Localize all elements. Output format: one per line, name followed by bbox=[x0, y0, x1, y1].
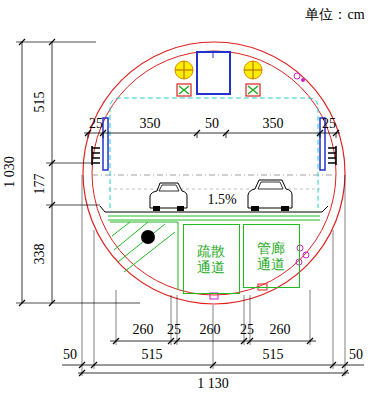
jet-fan bbox=[175, 61, 193, 79]
signal-lamp bbox=[248, 86, 258, 94]
wall-panel bbox=[103, 118, 108, 170]
jet-fan bbox=[175, 61, 193, 79]
car-wheel bbox=[177, 206, 184, 211]
dimension-text: 260 bbox=[270, 323, 291, 337]
channel-box: 疏散 通道 bbox=[183, 224, 240, 294]
dimension-text: 515 bbox=[33, 92, 47, 113]
sensor bbox=[294, 73, 300, 79]
pipe-fitting bbox=[296, 259, 302, 265]
channel-name: 管廊 通道 bbox=[257, 240, 286, 272]
dimension-text: 515 bbox=[142, 348, 163, 362]
pipe-fitting bbox=[303, 252, 309, 258]
channel-box: 管廊 通道 bbox=[243, 224, 300, 288]
dimension-text: 350 bbox=[263, 117, 284, 131]
dimension-text: 25 bbox=[167, 323, 181, 337]
dimension-tick bbox=[113, 338, 313, 344]
dimension-text: 260 bbox=[200, 323, 221, 337]
dimension-tick bbox=[19, 39, 55, 306]
lower-structure bbox=[110, 222, 178, 290]
dimension-text: 50 bbox=[349, 348, 363, 362]
cable-rack bbox=[92, 146, 100, 165]
car-wheel bbox=[281, 206, 289, 211]
signal-lamp bbox=[179, 86, 189, 94]
drain-pipe bbox=[141, 230, 155, 244]
ventilation-box bbox=[213, 52, 214, 58]
dimension-line bbox=[22, 42, 23, 303]
dimension-text: 25 bbox=[89, 117, 103, 131]
pipe-fitting bbox=[297, 245, 303, 251]
dimension-text: 260 bbox=[133, 323, 154, 337]
deck-slab bbox=[108, 220, 320, 221]
extension-line bbox=[88, 133, 336, 138]
deck-slab bbox=[108, 216, 320, 217]
dimension-text: 50 bbox=[63, 348, 77, 362]
car bbox=[248, 180, 292, 208]
signal-lamp bbox=[246, 84, 260, 96]
dimension-tick bbox=[79, 362, 348, 368]
ventilation-box bbox=[197, 52, 230, 94]
center-line bbox=[92, 175, 336, 176]
cable-rack bbox=[328, 146, 336, 165]
clearance-outline bbox=[110, 98, 318, 208]
signal-lamp bbox=[177, 84, 191, 96]
dimension-line bbox=[110, 341, 316, 342]
jet-fan bbox=[244, 61, 262, 79]
outer-lining bbox=[83, 42, 345, 304]
car bbox=[159, 185, 179, 191]
dimension-text: 1 030 bbox=[3, 156, 17, 188]
dimension-text: 1 130 bbox=[196, 377, 230, 391]
car bbox=[258, 182, 283, 189]
dimension-text: 50 bbox=[205, 117, 219, 131]
inner-lining bbox=[92, 51, 336, 295]
jet-fan bbox=[244, 61, 262, 79]
dimension-text: 338 bbox=[33, 244, 47, 265]
dimension-tick bbox=[79, 370, 348, 376]
car-wheel bbox=[153, 206, 160, 211]
extension-line bbox=[82, 175, 345, 376]
sump bbox=[258, 284, 267, 290]
dimension-text: 515 bbox=[263, 348, 284, 362]
dimension-line bbox=[78, 373, 349, 374]
dimension-text: 177 bbox=[33, 174, 47, 195]
unit-note: 单位：cm bbox=[305, 8, 364, 22]
sensor bbox=[301, 78, 305, 82]
dimension-line bbox=[84, 133, 340, 134]
dimension-text: 25 bbox=[240, 323, 254, 337]
car-wheel bbox=[251, 206, 259, 211]
dimension-line bbox=[52, 42, 53, 303]
car bbox=[150, 183, 187, 208]
dimension-text: 25 bbox=[322, 117, 336, 131]
slope-text: 1.5% bbox=[206, 193, 237, 207]
channel-name: 疏散 通道 bbox=[197, 243, 226, 275]
dimension-text: 350 bbox=[140, 117, 161, 131]
extension-line bbox=[16, 42, 140, 303]
